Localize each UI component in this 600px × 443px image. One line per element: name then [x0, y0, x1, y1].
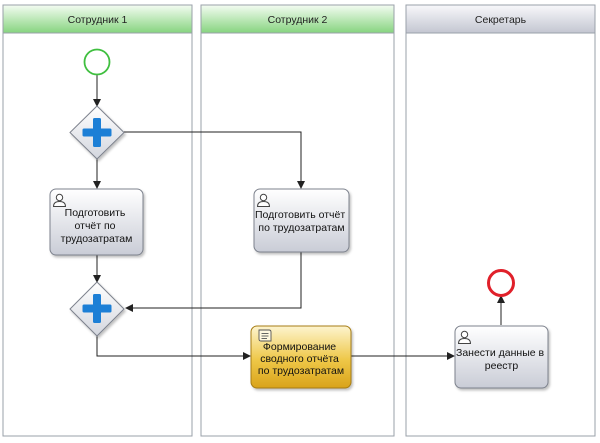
- end-event[interactable]: [487, 269, 515, 297]
- task-prepare-report-employee-2[interactable]: Подготовить отчёт по трудозатратам: [253, 188, 350, 253]
- lane-header-employee-1: [2, 4, 193, 34]
- lane-title-secretary: Секретарь: [475, 14, 527, 26]
- lane-secretary: Секретарь: [405, 4, 596, 437]
- start-event[interactable]: [83, 48, 111, 76]
- flow-split-to-task-2[interactable]: [124, 131, 305, 189]
- lane-header-employee-2: [200, 4, 395, 34]
- task-prepare-report-employee-1[interactable]: Подготовить отчёт по трудозатратам: [49, 188, 144, 256]
- lane-title-employee-2: Сотрудник 2: [268, 14, 328, 26]
- flow-join-to-summary[interactable]: [96, 336, 251, 360]
- user-icon: [256, 193, 271, 207]
- script-icon: [258, 329, 272, 342]
- flow-task-2-to-join[interactable]: [125, 252, 302, 312]
- parallel-split-gateway[interactable]: [69, 105, 125, 160]
- lane-header-secretary: [405, 4, 596, 34]
- plus-icon: [82, 294, 112, 323]
- lane-title-employee-1: Сотрудник 1: [68, 14, 128, 26]
- plus-icon: [82, 118, 112, 147]
- task-enter-data-into-register[interactable]: Занести данные в реестр: [454, 325, 549, 389]
- task-build-summary-report[interactable]: Формирование сводного отчёта по трудозат…: [250, 325, 352, 389]
- task-label: Занести данные в реестр: [456, 347, 547, 372]
- user-icon: [52, 193, 67, 207]
- task-label: Формирование сводного отчёта по трудозат…: [258, 341, 344, 377]
- user-icon: [457, 330, 472, 344]
- task-label: Подготовить отчёт по трудозатратам: [61, 207, 133, 245]
- parallel-join-gateway[interactable]: [69, 281, 125, 337]
- task-label: Подготовить отчёт по трудозатратам: [255, 209, 348, 234]
